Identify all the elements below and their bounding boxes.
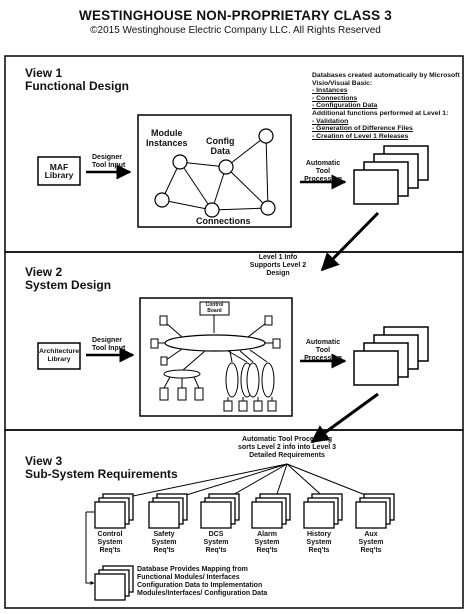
view2-designer-line1: Designer bbox=[92, 337, 122, 344]
db-mapping-line2: Functional Modules/ Interfaces bbox=[137, 574, 240, 581]
control-board-line2: Board bbox=[207, 308, 222, 314]
vertical-ellipses bbox=[225, 362, 275, 398]
sub-bus-devices bbox=[159, 387, 204, 401]
db-item-configuration: - Configuration Data bbox=[312, 102, 378, 110]
view3-design-label: Sub-System Requirements bbox=[25, 467, 178, 481]
transition1-line1: Level 1 Info bbox=[258, 254, 298, 261]
transition1-line2: Supports Level 2 bbox=[249, 262, 307, 269]
subsystem-dcs-label: DCS System Req'ts bbox=[201, 531, 231, 555]
view1-processing-label: Automatic Tool Processing bbox=[300, 160, 346, 184]
level1-releases: - Creation of Level 1 Releases bbox=[312, 132, 409, 140]
subsystem-control-label: Control System Req'ts bbox=[95, 531, 125, 555]
config-data-line1: Config bbox=[206, 136, 235, 146]
view1-designer-input-label: Designer Tool Input bbox=[92, 154, 125, 170]
transition1-label: Level 1 Info Supports Level 2 Design bbox=[243, 254, 313, 278]
history-line2: System bbox=[306, 539, 332, 546]
safety-line3: Req'ts bbox=[153, 547, 175, 554]
databases-note: Databases created automatically by Micro… bbox=[312, 72, 462, 140]
transition1-line3: Design bbox=[266, 270, 290, 277]
db-item-connections: - Connections bbox=[312, 94, 358, 102]
subsystem-aux-label: Aux System Req'ts bbox=[356, 531, 386, 555]
view2-label: View 2 bbox=[25, 265, 63, 279]
maf-library-label: MAF Library bbox=[44, 162, 74, 180]
db-mapping-line3: Configuration Data to Implementation bbox=[137, 582, 263, 589]
view2-processing-line2: Tool Processing bbox=[304, 347, 342, 362]
aux-line2: System bbox=[358, 539, 384, 546]
view2-design-label: System Design bbox=[25, 278, 112, 292]
database-bracket bbox=[85, 512, 95, 585]
view2-designer-line2: Tool Input bbox=[92, 345, 126, 352]
processing-line1: Automatic bbox=[305, 160, 341, 167]
database-mapping-note: Database Provides Mapping from Functiona… bbox=[137, 566, 267, 598]
transition2-label: Automatic Tool Processing sorts Level 2 … bbox=[212, 436, 362, 460]
architecture-library-label: Architecture Library bbox=[38, 348, 80, 363]
dcs-line1: DCS bbox=[208, 531, 224, 538]
dcs-line3: Req'ts bbox=[205, 547, 227, 554]
db-item-instances: - Instances bbox=[312, 87, 348, 95]
db-note-line1: Databases created automatically by Micro… bbox=[312, 72, 460, 79]
control-line1: Control bbox=[97, 531, 123, 538]
view2-designer-input-label: Designer Tool Input bbox=[92, 337, 125, 353]
connections-label: Connections bbox=[196, 216, 251, 226]
designer-label-line2: Tool Input bbox=[92, 162, 126, 169]
view1-label: View 1 bbox=[25, 66, 63, 80]
level1-validation: - Validation bbox=[312, 117, 349, 125]
bus-devices bbox=[150, 315, 281, 366]
db-mapping-line1: Database Provides Mapping from bbox=[137, 566, 248, 573]
transition2-line2: sorts Level 2 info into Level 3 bbox=[237, 444, 337, 451]
bus-branches bbox=[158, 322, 273, 371]
subsystem-alarm-label: Alarm System Req'ts bbox=[252, 531, 282, 555]
safety-line1: Safety bbox=[153, 531, 175, 538]
view3-frame bbox=[4, 429, 464, 609]
copyright-notice: ©2015 Westinghouse Electric Company LLC.… bbox=[90, 25, 381, 36]
processing-line2: Tool Processing bbox=[304, 168, 342, 183]
sub-bus-branches bbox=[163, 376, 200, 389]
view1-design-label: Functional Design bbox=[25, 79, 130, 93]
control-line2: System bbox=[97, 539, 123, 546]
alarm-line3: Req'ts bbox=[256, 547, 278, 554]
safety-line2: System bbox=[151, 539, 177, 546]
history-line1: History bbox=[306, 531, 332, 538]
network-nodes bbox=[154, 128, 276, 218]
config-data-label: Config Data bbox=[206, 136, 235, 156]
aux-line1: Aux bbox=[364, 531, 378, 538]
ellipse-links bbox=[227, 397, 273, 401]
alarm-line2: System bbox=[254, 539, 280, 546]
transition2-line3: Detailed Requirements bbox=[249, 452, 325, 459]
maf-library-box bbox=[37, 156, 81, 186]
dcs-line2: System bbox=[203, 539, 229, 546]
transition1-arrow bbox=[320, 211, 380, 272]
view1-document-stack bbox=[353, 145, 429, 205]
subsystem-stacks bbox=[94, 493, 395, 601]
control-board-label: Control Board bbox=[200, 302, 229, 314]
module-instances-line1: Module bbox=[151, 128, 183, 138]
module-instances-line2: Instances bbox=[146, 138, 188, 148]
transition2-arrow bbox=[310, 392, 379, 444]
network-bus bbox=[164, 334, 266, 352]
history-line3: Req'ts bbox=[308, 547, 330, 554]
level1-functions-title: Additional functions performed at Level … bbox=[312, 109, 449, 117]
config-data-line2: Data bbox=[210, 146, 230, 156]
view2-processing-label: Automatic Tool Processing bbox=[300, 339, 346, 363]
db-note-line2: Visio/Visual Basic: bbox=[312, 79, 373, 87]
control-board-line1: Control bbox=[205, 302, 224, 308]
module-instances-label: Module Instances bbox=[146, 128, 188, 148]
page-title: WESTINGHOUSE NON-PROPRIETARY CLASS 3 bbox=[79, 8, 392, 23]
alarm-line1: Alarm bbox=[257, 531, 277, 538]
aux-line3: Req'ts bbox=[360, 547, 382, 554]
view2-processing-line1: Automatic bbox=[305, 339, 341, 346]
db-mapping-line4: Modules/Interfaces/ Configuration Data bbox=[137, 590, 268, 597]
subsystem-safety-label: Safety System Req'ts bbox=[149, 531, 179, 555]
ellipse-devices bbox=[223, 400, 277, 412]
sub-bus bbox=[163, 369, 201, 379]
view3-label: View 3 bbox=[25, 454, 63, 468]
designer-label-line1: Designer bbox=[92, 154, 122, 161]
subsystem-history-label: History System Req'ts bbox=[304, 531, 334, 555]
control-line3: Req'ts bbox=[99, 547, 121, 554]
view2-document-stack bbox=[353, 326, 429, 386]
level1-difference-files: - Generation of Difference Files bbox=[312, 125, 413, 133]
transition2-line1: Automatic Tool Processing bbox=[241, 436, 333, 443]
architecture-library-box bbox=[37, 342, 81, 370]
